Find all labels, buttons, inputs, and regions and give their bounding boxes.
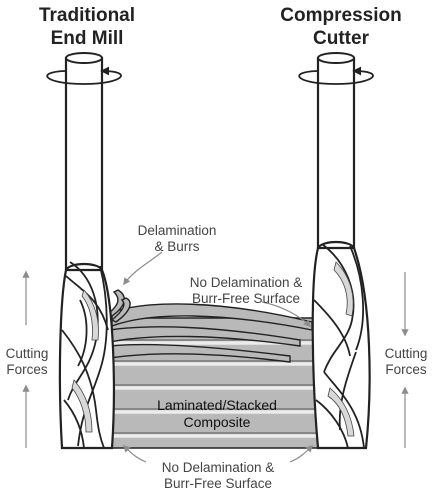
label-line: Composite [183, 414, 251, 430]
label-line: Forces [6, 362, 48, 377]
title-line: End Mill [50, 28, 124, 49]
no-delamination-bottom-label: No Delamination & Burr-Free Surface [140, 460, 296, 492]
label-line: Delamination [137, 223, 217, 238]
compression-cutter [311, 52, 371, 450]
rotation-arrow-icon [46, 66, 122, 85]
rotation-arrow-icon [298, 66, 374, 85]
title-line: Cutter [313, 28, 369, 49]
no-delamination-top-label: No Delamination & Burr-Free Surface [168, 275, 324, 307]
label-line: No Delamination & [161, 460, 275, 475]
delaminated-layers [106, 289, 313, 363]
label-line: No Delamination & [189, 275, 303, 290]
force-arrow-icon [22, 270, 409, 448]
compression-cutter-title: Compression Cutter [266, 4, 416, 50]
traditional-end-mill [58, 52, 115, 450]
label-line: Burr-Free Surface [163, 476, 273, 491]
traditional-end-mill-title: Traditional End Mill [22, 4, 152, 50]
cutting-forces-right-label: Cutting Forces [377, 346, 435, 378]
title-line: Traditional [38, 5, 136, 26]
label-line: Cutting [384, 346, 428, 361]
label-line: Forces [385, 362, 427, 377]
label-line: & Burrs [154, 239, 200, 254]
composite-label: Laminated/Stacked Composite [130, 397, 304, 431]
label-line: Cutting [5, 346, 49, 361]
cutting-forces-left-label: Cutting Forces [0, 346, 54, 378]
label-line: Laminated/Stacked [157, 397, 277, 413]
title-line: Compression [280, 5, 402, 26]
delamination-burrs-label: Delamination & Burrs [122, 223, 232, 255]
label-line: Burr-Free Surface [191, 291, 301, 306]
pointer-arrows [122, 251, 314, 463]
